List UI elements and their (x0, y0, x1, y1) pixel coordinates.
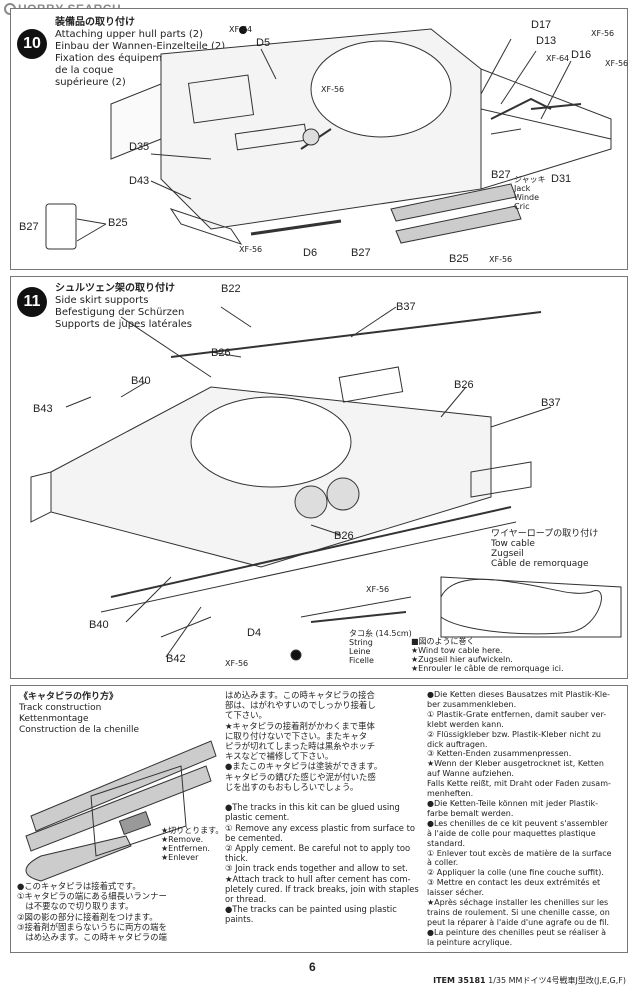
track-col1: ●このキャタピラは接着式です。 ①キャタピラの端にある細長いランナー は不要なの… (17, 881, 167, 943)
label-b40a: B40 (131, 375, 151, 387)
step-number: 10 (17, 29, 47, 59)
label-xf56b: XF-56 (239, 245, 263, 254)
page-number: 6 (309, 960, 316, 974)
cable-title: ワイヤーロープの取り付け Tow cable Zugseil Câble de … (491, 529, 599, 569)
jack-label: ジャッキ Jack Winde Cric (514, 175, 546, 211)
label-b25a: B25 (108, 217, 128, 229)
step-number: 11 (17, 287, 47, 317)
label-d13: D13 (536, 35, 557, 47)
label-b26b: B26 (454, 379, 474, 391)
hull-diagram (45, 28, 612, 250)
label-d5: D5 (256, 37, 271, 49)
label-b25b: B25 (449, 253, 469, 265)
label-xf56a: XF-56 (321, 85, 345, 94)
footer-item: ITEM 35181 1/35 MMドイツ4号戦車J型改(J,E,G,F) (433, 976, 626, 985)
track-diagram (25, 740, 217, 882)
label-d35: D35 (129, 141, 150, 153)
label-xf64a-text: XF-64 (229, 25, 253, 34)
label-d4: D4 (247, 627, 262, 639)
label-b40b: B40 (89, 619, 109, 631)
label-xf56e: XF-56 (489, 255, 513, 264)
string-label: タコ糸 (14.5cm) String Leine Ficelle (349, 629, 412, 665)
label-d31: D31 (551, 173, 572, 185)
label-b27b: B27 (351, 247, 371, 259)
label-d6: D6 (303, 247, 318, 259)
label-d43: D43 (129, 175, 150, 187)
remove-note: ★切りとります。 ★Remove. ★Entfernen. ★Enlever (161, 826, 224, 862)
label-b27a: B27 (19, 221, 39, 233)
label-xf56c: XF-56 (591, 29, 615, 38)
step-title: シュルツェン架の取り付け Side skirt supports Befesti… (55, 283, 192, 330)
label-xf64a (239, 24, 249, 36)
track-col2: はめ込みます。この時キャタピラの接合 部は、はがれやすいのでしっかり接着し て下… (225, 690, 419, 925)
step-10-panel: 10 装備品の取り付け Attaching upper hull parts (… (10, 8, 628, 270)
label-b27c: B27 (491, 169, 511, 181)
label-xf56d: XF-56 (605, 59, 629, 68)
track-title: 《キャタピラの作り方》 Track construction Kettenmon… (19, 692, 140, 735)
track-construction-panel: 《キャタピラの作り方》 Track construction Kettenmon… (10, 685, 628, 953)
label-xf56a: XF-56 (366, 585, 390, 594)
label-b43: B43 (33, 403, 53, 415)
step-11-panel: 11 シュルツェン架の取り付け Side skirt supports Befe… (10, 276, 628, 679)
cable-notes: ■図のように巻く ★Wind tow cable here. ★Zugseil … (411, 637, 564, 673)
label-b22: B22 (221, 283, 241, 295)
label-b37a: B37 (396, 301, 416, 313)
label-xf56b: XF-56 (225, 659, 249, 668)
track-col3: ●Die Ketten dieses Bausatzes mit Plastik… (427, 690, 612, 947)
step-title: 装備品の取り付け Attaching upper hull parts (2) … (55, 17, 226, 88)
label-xf64b: XF-64 (546, 54, 570, 63)
label-b37b: B37 (541, 397, 561, 409)
label-b26a: B26 (211, 347, 231, 359)
label-b42: B42 (166, 653, 186, 665)
label-d17: D17 (531, 19, 552, 31)
label-b26c: B26 (334, 530, 354, 542)
hull-diagram-2 (30, 306, 622, 661)
label-d16: D16 (571, 49, 592, 61)
